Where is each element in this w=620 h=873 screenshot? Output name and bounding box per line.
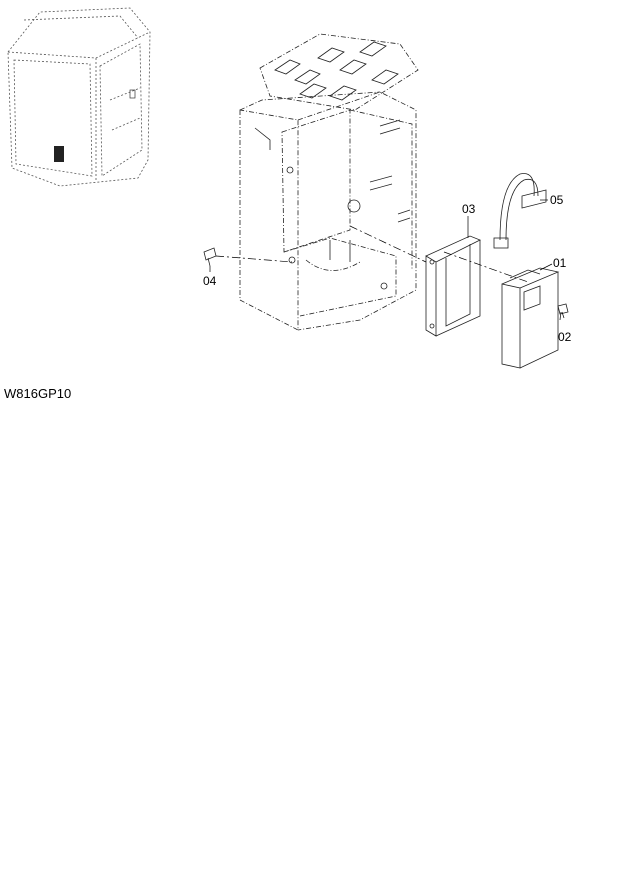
assembly-line-03-01 <box>443 251 529 283</box>
callout-05: 05 <box>550 193 564 207</box>
callout-02: 02 <box>558 330 572 344</box>
screw-04 <box>203 247 217 267</box>
screw-02 <box>557 303 569 321</box>
assembly-line-frame-03 <box>349 225 427 263</box>
cab-overview <box>7 7 151 187</box>
figure-code: W816GP10 <box>4 386 72 401</box>
cover-01 <box>501 267 560 369</box>
electrical-box-frame <box>239 33 419 331</box>
leader-02 <box>561 311 565 319</box>
assembly-line-04 <box>215 255 293 263</box>
leader-01 <box>539 263 553 271</box>
callout-01: 01 <box>553 256 567 270</box>
harness-05 <box>493 173 547 249</box>
callout-04: 04 <box>203 274 217 288</box>
callout-03: 03 <box>462 202 476 216</box>
bracket-03 <box>425 235 481 337</box>
